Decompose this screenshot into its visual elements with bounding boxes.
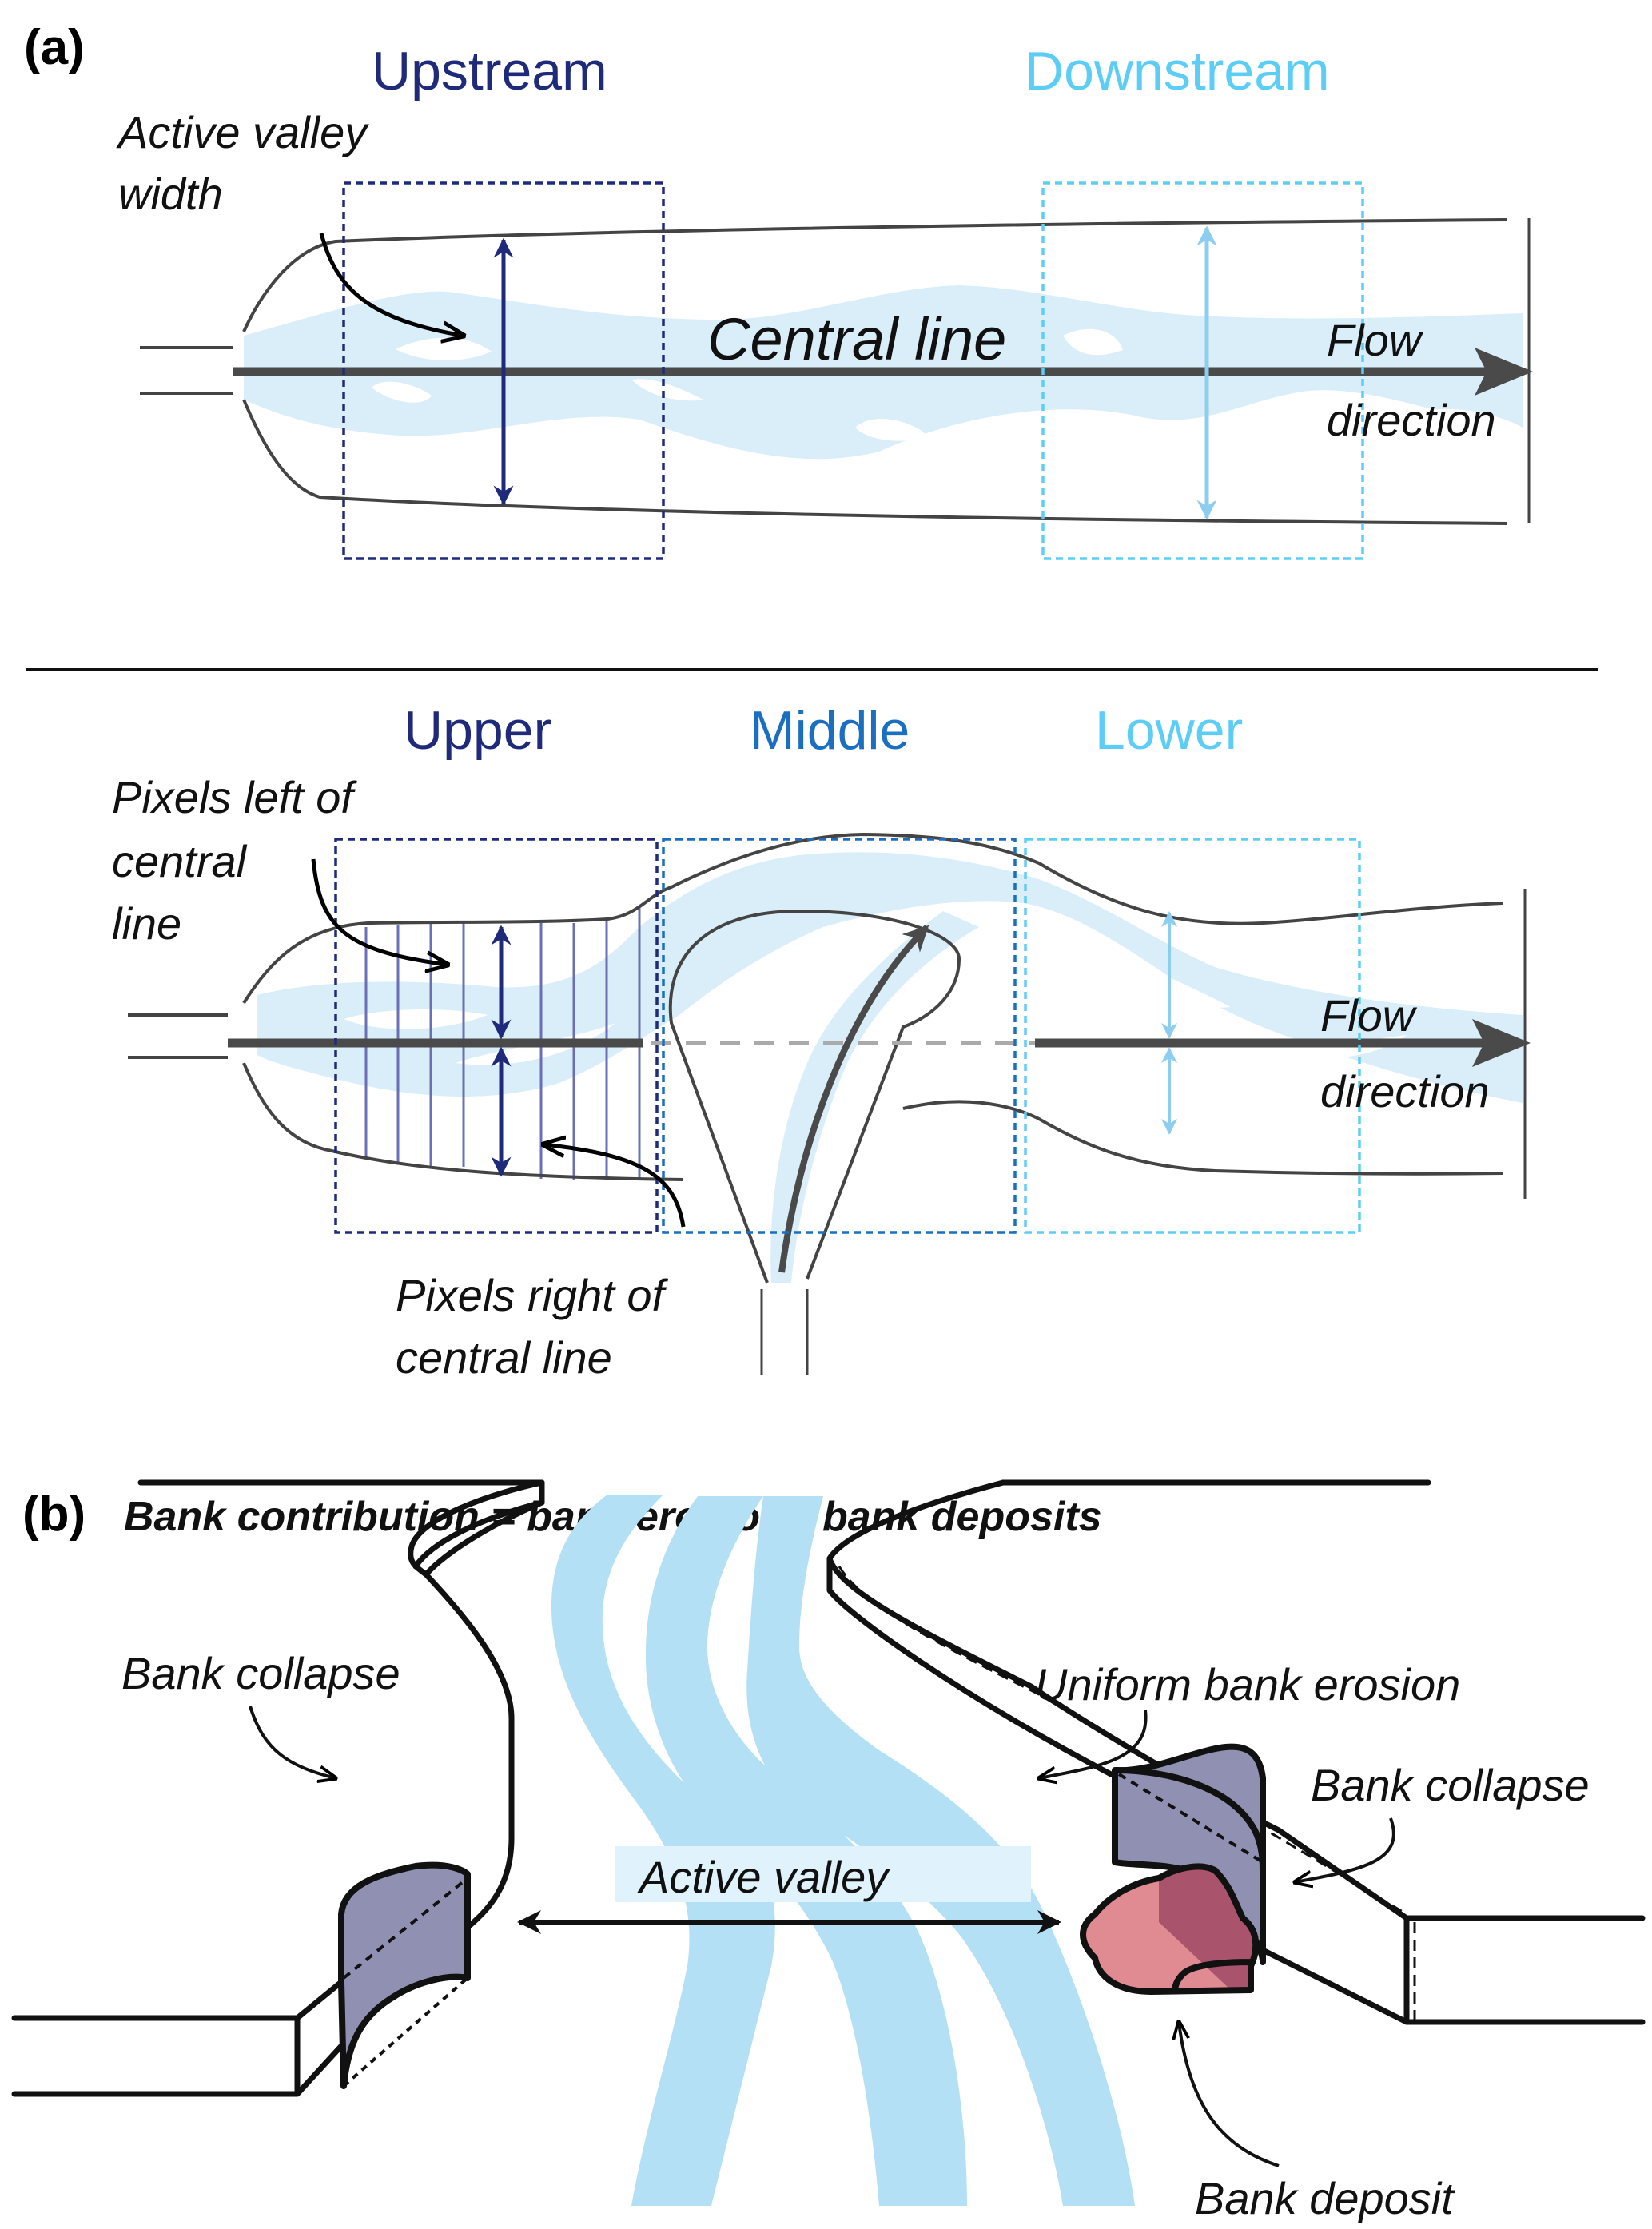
central-line-label: Central line xyxy=(707,306,1006,372)
pixels-right-label-line2: central line xyxy=(396,1332,612,1383)
pixels-right-pointer-arrow xyxy=(543,1144,686,1228)
left-bank-scarp xyxy=(423,1571,515,1929)
lower-zone-box xyxy=(1024,838,1361,1234)
flow-arrowhead-icon-b xyxy=(1472,1019,1531,1067)
pixels-left-pointer-arrow xyxy=(311,858,448,965)
valley-margin-top-lower xyxy=(242,832,1503,1005)
right-bank-curve xyxy=(826,1479,1114,1777)
valley-margin-lower-right xyxy=(902,1100,1503,1176)
active-valley-width-label-line2: width xyxy=(118,169,223,219)
pixels-left-label-line1: Pixels left of xyxy=(112,772,357,822)
braided-river-water xyxy=(551,1495,1135,2206)
zone-label-downstream: Downstream xyxy=(1025,41,1330,101)
bank-deposit-outline xyxy=(1080,1863,1260,1995)
panel-a-top: (a) Upstream Downstream Acti xyxy=(24,20,1533,560)
flow-label-line1: Flow xyxy=(1327,315,1424,365)
flow-label-b-line2: direction xyxy=(1320,1066,1490,1116)
valley-margin-bottom xyxy=(242,399,1507,525)
upstream-zone-box xyxy=(342,181,665,560)
bank-collapse-left-pointer xyxy=(249,1706,336,1778)
pixels-right-label-line1: Pixels right of xyxy=(396,1270,669,1320)
width-pointer-arrow xyxy=(319,233,464,336)
bank-deposit-label: Bank deposit xyxy=(1195,2173,1455,2223)
left-bank-collapse-area xyxy=(338,1861,471,2089)
flow-label-b-line1: Flow xyxy=(1320,990,1418,1041)
panel-b: (b) Bank contribution = bank erosion - b… xyxy=(11,1479,1646,2223)
zone-label-upstream: Upstream xyxy=(372,41,607,101)
uniform-erosion-dashed-line xyxy=(838,1566,1407,1916)
active-valley-width-label-line1: Active valley xyxy=(116,107,369,157)
valley-margin-top xyxy=(242,218,1507,332)
pixels-left-label-line2: central xyxy=(112,836,248,886)
bank-deposit-pointer xyxy=(1179,2022,1280,2167)
zone-label-middle: Middle xyxy=(750,700,910,761)
right-bank-floodplain xyxy=(1260,1915,1646,2025)
right-collapse-outline xyxy=(1114,1767,1266,1871)
uniform-erosion-pointer xyxy=(1039,1710,1148,1778)
bank-collapse-right-pointer xyxy=(1295,1817,1395,1882)
tributary-margin xyxy=(668,909,961,1284)
upper-zone-box xyxy=(334,838,659,1234)
pixels-left-label-line3: line xyxy=(112,898,181,949)
panel-b-label: (b) xyxy=(22,1487,86,1542)
tributary-channel-water xyxy=(770,911,979,1283)
flow-arrowhead-icon xyxy=(1475,348,1533,396)
tributary-flow-arrow xyxy=(778,925,929,1273)
left-collapse-base-dashed xyxy=(342,1976,469,2088)
panel-a-bottom: Upper Middle Lower xyxy=(112,700,1531,1383)
valley-margin-bottom-lower xyxy=(242,1062,684,1181)
mid-channel-bars xyxy=(372,328,1523,441)
active-valley-label: Active valley xyxy=(637,1852,890,1902)
left-bank-floodplain xyxy=(11,1979,344,2097)
zone-label-lower: Lower xyxy=(1095,700,1243,761)
left-bank-curve-top xyxy=(408,1479,545,1578)
flow-label-line2: direction xyxy=(1327,395,1496,445)
uniform-bank-erosion-label: Uniform bank erosion xyxy=(1035,1659,1460,1710)
zone-label-upper: Upper xyxy=(404,700,551,761)
downstream-zone-box xyxy=(1041,181,1364,560)
panel-a-label: (a) xyxy=(24,20,85,75)
bank-collapse-right-label: Bank collapse xyxy=(1311,1760,1590,1810)
bank-collapse-left-label: Bank collapse xyxy=(121,1648,400,1698)
left-collapse-dashed-edge xyxy=(342,1877,469,1980)
